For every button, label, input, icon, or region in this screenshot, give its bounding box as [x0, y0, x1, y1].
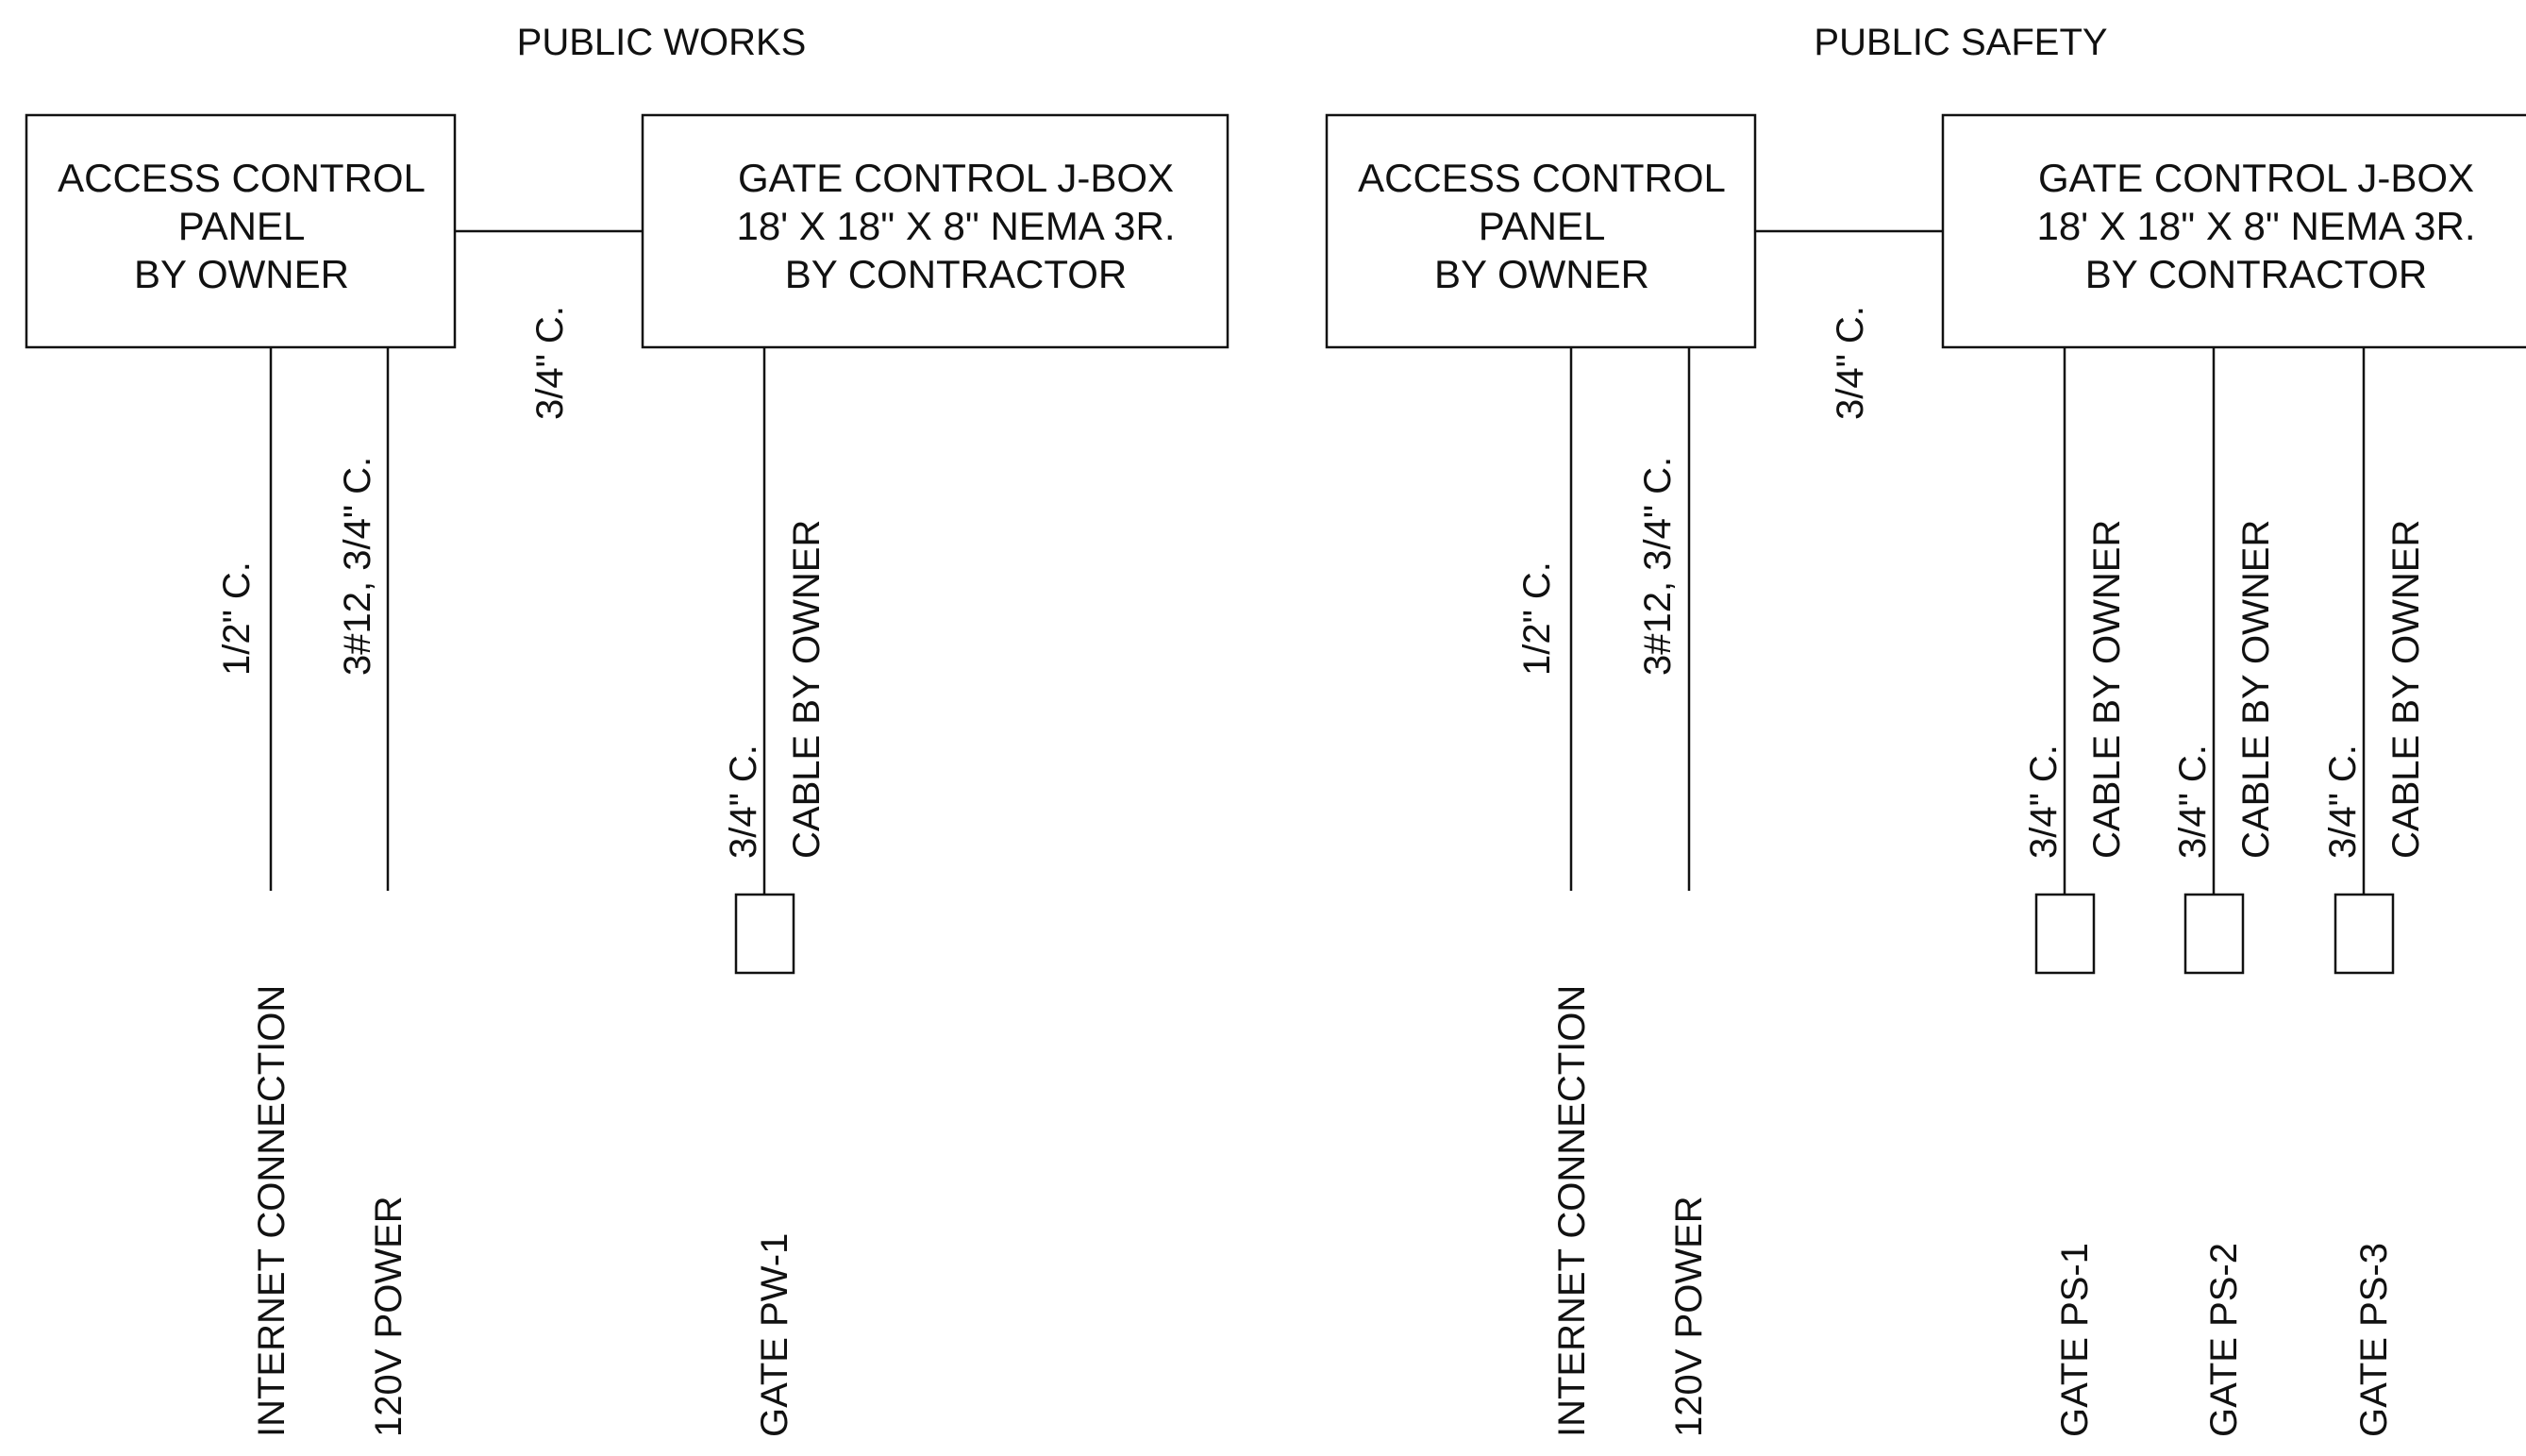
gate-ps-2: 3/4" C. CABLE BY OWNER GATE PS-2: [2172, 347, 2277, 1437]
gate-ps-3: 3/4" C. CABLE BY OWNER GATE PS-3: [2322, 347, 2427, 1437]
gate-cable-label: CABLE BY OWNER: [2235, 520, 2277, 859]
gate-label: GATE PS-3: [2353, 1243, 2395, 1437]
gate-operator-box: [2334, 893, 2395, 975]
internet-connection-label: INTERNET CONNECTION: [251, 985, 293, 1437]
power-label: 120V POWER: [1668, 1196, 1710, 1437]
gate-label: GATE PW-1: [754, 1233, 795, 1437]
link-conduit-label: 3/4" C.: [1830, 306, 1871, 420]
access-panel-line-1: ACCESS CONTROL: [1358, 156, 1726, 200]
internet-connection-label: INTERNET CONNECTION: [1551, 985, 1593, 1437]
gate-label: GATE PS-2: [2203, 1243, 2245, 1437]
access-panel-line-3: BY OWNER: [1434, 252, 1649, 296]
gate-operator-box: [2183, 893, 2245, 975]
access-control-panel-box: [25, 113, 457, 349]
jbox-line-3: BY CONTRACTOR: [785, 252, 1128, 296]
gate-cable-label: CABLE BY OWNER: [2086, 520, 2128, 859]
access-panel-line-2: PANEL: [1479, 204, 1606, 248]
jbox-line-1: GATE CONTROL J-BOX: [2038, 156, 2474, 200]
link-conduit-label: 3/4" C.: [529, 306, 571, 420]
gate-conduit-label: 3/4" C.: [2172, 745, 2214, 859]
power-conduit-label: 3#12, 3/4" C.: [337, 457, 378, 676]
power-label: 120V POWER: [368, 1196, 410, 1437]
jbox-line-2: 18' X 18" X 8" NEMA 3R.: [2036, 204, 2475, 248]
gate-label: GATE PS-1: [2054, 1243, 2096, 1437]
gate-ps-1: 3/4" C. CABLE BY OWNER GATE PS-1: [2023, 347, 2128, 1437]
access-control-panel-box: [1325, 113, 1757, 349]
gate-control-jbox-box: [1941, 113, 2526, 349]
gate-control-jbox-box: [641, 113, 1230, 349]
access-panel-line-3: BY OWNER: [134, 252, 349, 296]
section-title: PUBLIC WORKS: [517, 22, 807, 63]
gate-conduit-label: 3/4" C.: [2023, 745, 2065, 859]
internet-conduit-label: 1/2" C.: [1516, 561, 1558, 676]
gate-conduit-label: 3/4" C.: [2322, 745, 2364, 859]
internet-conduit-label: 1/2" C.: [216, 561, 258, 676]
gate-operator-box: [734, 893, 795, 975]
jbox-line-2: 18' X 18" X 8" NEMA 3R.: [736, 204, 1175, 248]
access-panel-line-1: ACCESS CONTROL: [58, 156, 426, 200]
access-panel-line-2: PANEL: [178, 204, 306, 248]
gate-pw-1: 3/4" C. CABLE BY OWNER GATE PW-1: [723, 347, 828, 1437]
gate-operator-box: [2034, 893, 2096, 975]
jbox-line-3: BY CONTRACTOR: [2085, 252, 2428, 296]
gate-conduit-label: 3/4" C.: [723, 745, 764, 859]
gate-cable-label: CABLE BY OWNER: [786, 520, 828, 859]
gate-cable-label: CABLE BY OWNER: [2385, 520, 2427, 859]
section-public-safety: PUBLIC SAFETY ACCESS CONTROL PANEL BY OW…: [1325, 22, 2526, 1437]
section-public-works: PUBLIC WORKS ACCESS CONTROL PANEL BY OWN…: [25, 22, 1230, 1437]
jbox-line-1: GATE CONTROL J-BOX: [738, 156, 1174, 200]
section-title: PUBLIC SAFETY: [1814, 22, 2107, 63]
power-conduit-label: 3#12, 3/4" C.: [1637, 457, 1679, 676]
